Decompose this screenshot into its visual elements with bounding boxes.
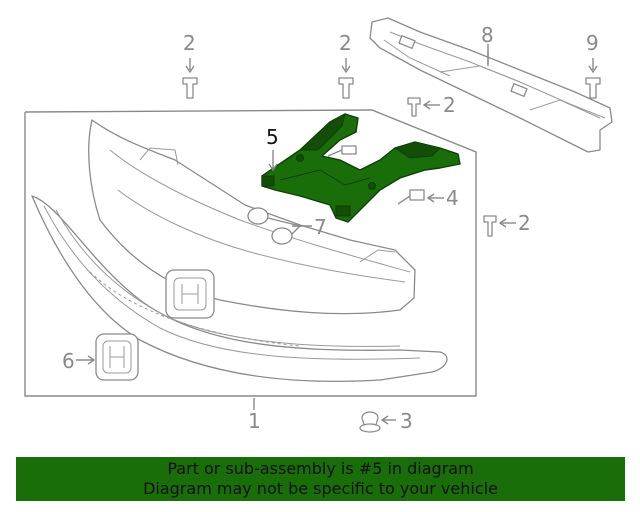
part-5-bracket xyxy=(261,113,461,223)
callout-2c: 2 xyxy=(443,93,456,117)
callout-7: 7 xyxy=(314,215,327,239)
highlight-notice-banner: Part or sub-assembly is #5 in diagram Di… xyxy=(16,457,625,501)
clip-3 xyxy=(359,411,396,433)
leader-lines xyxy=(253,44,489,410)
banner-line-1: Part or sub-assembly is #5 in diagram xyxy=(167,459,474,478)
bolt-2b xyxy=(338,58,354,99)
callout-2d: 2 xyxy=(518,211,531,235)
callout-2b: 2 xyxy=(339,31,352,55)
screw-4 xyxy=(397,189,444,205)
clip-7 xyxy=(247,207,312,245)
callout-2a: 2 xyxy=(183,31,196,55)
part-1-grille-frame-box xyxy=(24,109,477,397)
callout-3: 3 xyxy=(400,409,413,433)
bolt-2d xyxy=(483,215,516,237)
callout-8: 8 xyxy=(481,23,494,47)
bolt-2a xyxy=(182,58,198,99)
screw-5-upper xyxy=(327,145,357,157)
bolt-2c xyxy=(407,97,440,117)
part-6-emblem xyxy=(76,333,139,381)
callout-9: 9 xyxy=(586,31,599,55)
callout-1: 1 xyxy=(248,409,261,433)
callout-5: 5 xyxy=(266,125,279,149)
banner-line-2: Diagram may not be specific to your vehi… xyxy=(143,479,498,498)
parts-diagram: 2 2 8 9 2 5 4 2 7 6 1 3 xyxy=(24,17,613,433)
callout-4: 4 xyxy=(446,186,459,210)
bolt-9 xyxy=(585,58,601,99)
callout-6: 6 xyxy=(62,349,75,373)
